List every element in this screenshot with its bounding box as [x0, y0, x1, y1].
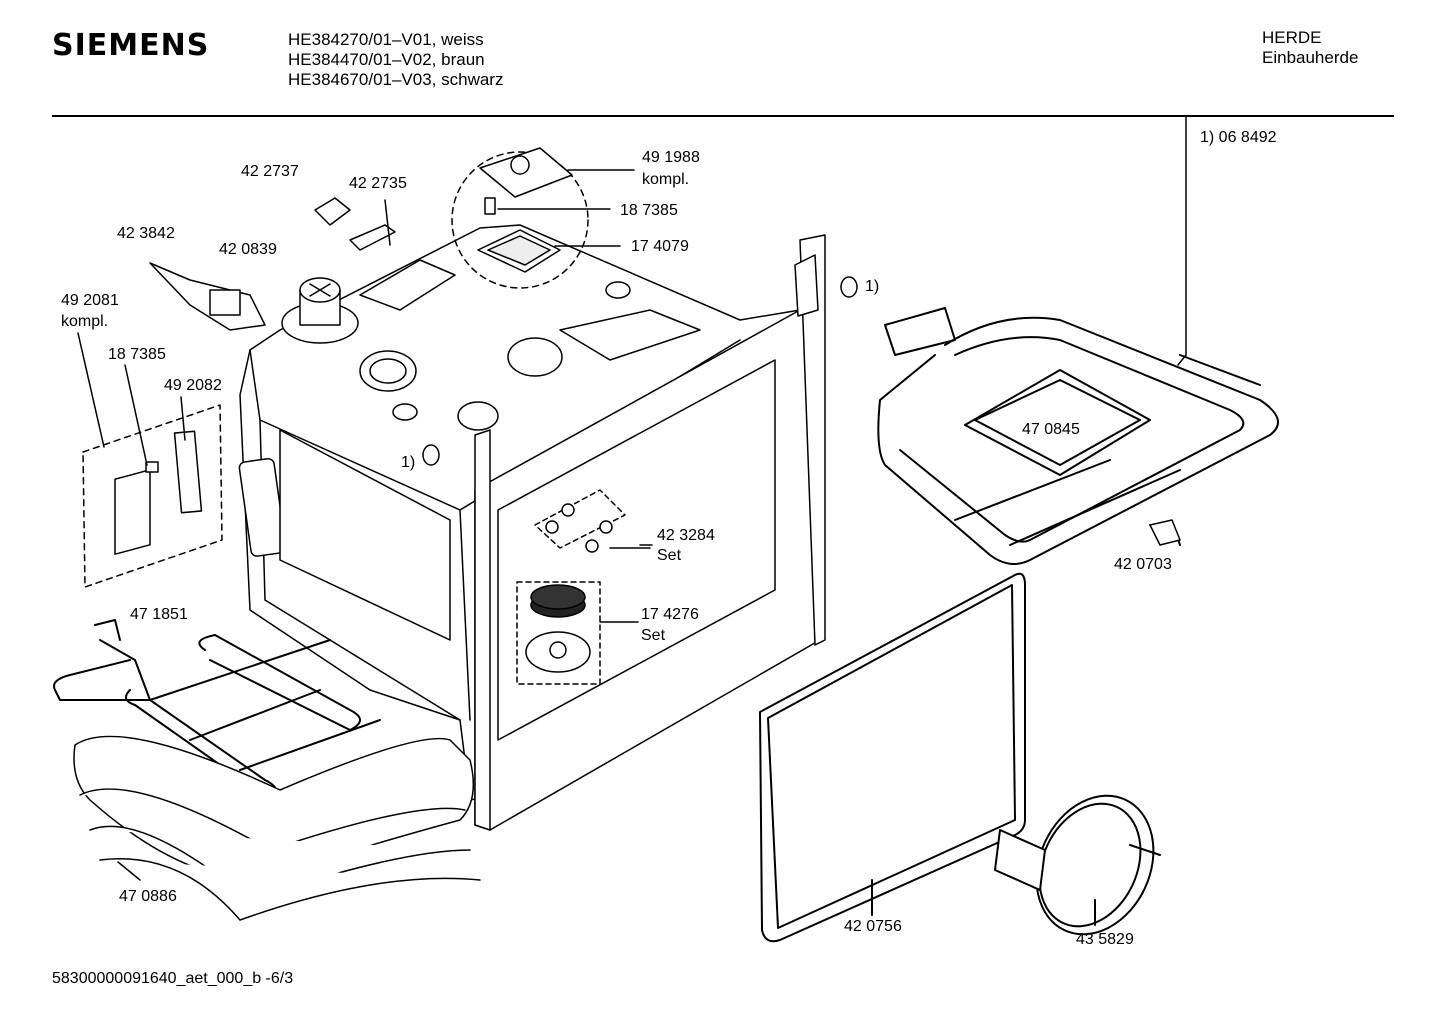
side-fittings: [422, 254, 858, 466]
part-label-435829: 43 5829: [1076, 931, 1134, 948]
model-line: HE384470/01–V02, braun: [288, 50, 485, 69]
part-label-423842: 42 3842: [117, 225, 175, 242]
ring-heater: [994, 794, 1161, 936]
part-label-422737: 42 2737: [241, 163, 299, 180]
part-label-420756: 42 0756: [844, 918, 902, 935]
model-line: HE384670/01–V03, schwarz: [288, 70, 504, 89]
part-label-420839: 42 0839: [219, 241, 277, 258]
note-bracket: [1177, 116, 1187, 366]
part-label-187385-left: 18 7385: [108, 346, 166, 363]
hardware-set: [534, 489, 651, 553]
insulation-mat: [73, 735, 481, 921]
part-label-422735: 42 2735: [349, 175, 407, 192]
part-label-492081: 49 2081: [61, 292, 119, 309]
door-seal: [759, 572, 1026, 943]
header-divider: [52, 115, 1394, 117]
part-label-174276: 17 4276: [641, 606, 699, 623]
fan-set: [516, 581, 639, 685]
model-line: HE384270/01–V01, weiss: [288, 30, 484, 49]
thermostat-bracket-parts: [314, 197, 396, 251]
ref-footnote-side: 1): [865, 278, 880, 295]
category-block: HERDE Einbauherde: [1262, 28, 1358, 68]
part-label-491988-sub: kompl.: [642, 171, 690, 188]
leader-lines: [639, 544, 653, 546]
control-module-group: [77, 332, 223, 588]
part-label-470845: 47 0845: [1022, 421, 1080, 438]
part-label-423284-sub: Set: [657, 547, 682, 564]
part-label-492082: 49 2082: [164, 377, 222, 394]
part-label-471851: 47 1851: [130, 606, 188, 623]
switch-part: [149, 262, 266, 331]
fan-duct-part: [281, 277, 359, 344]
ref-footnote-lamp: 1): [401, 454, 416, 471]
heater-clip: [1149, 519, 1181, 546]
part-label-492081-sub: kompl.: [61, 313, 109, 330]
brand-logo: SIEMENS: [52, 28, 210, 63]
part-label-423284: 42 3284: [657, 527, 715, 544]
part-label-420703: 42 0703: [1114, 556, 1172, 573]
part-label-174276-sub: Set: [641, 627, 666, 644]
part-label-470886: 47 0886: [119, 888, 177, 905]
category-title: HERDE: [1262, 28, 1322, 47]
document-id: 58300000091640_aet_000_b -6/3: [52, 970, 294, 987]
part-label-187385-top: 18 7385: [620, 202, 678, 219]
part-label-174079: 17 4079: [631, 238, 689, 255]
category-subtitle: Einbauherde: [1262, 48, 1359, 67]
lamp-cover-group: [451, 147, 635, 289]
footnote-text: 1) 06 8492: [1200, 129, 1277, 146]
part-label-491988: 49 1988: [642, 149, 700, 166]
model-list: HE384270/01–V01, weiss HE384470/01–V02, …: [288, 30, 503, 90]
